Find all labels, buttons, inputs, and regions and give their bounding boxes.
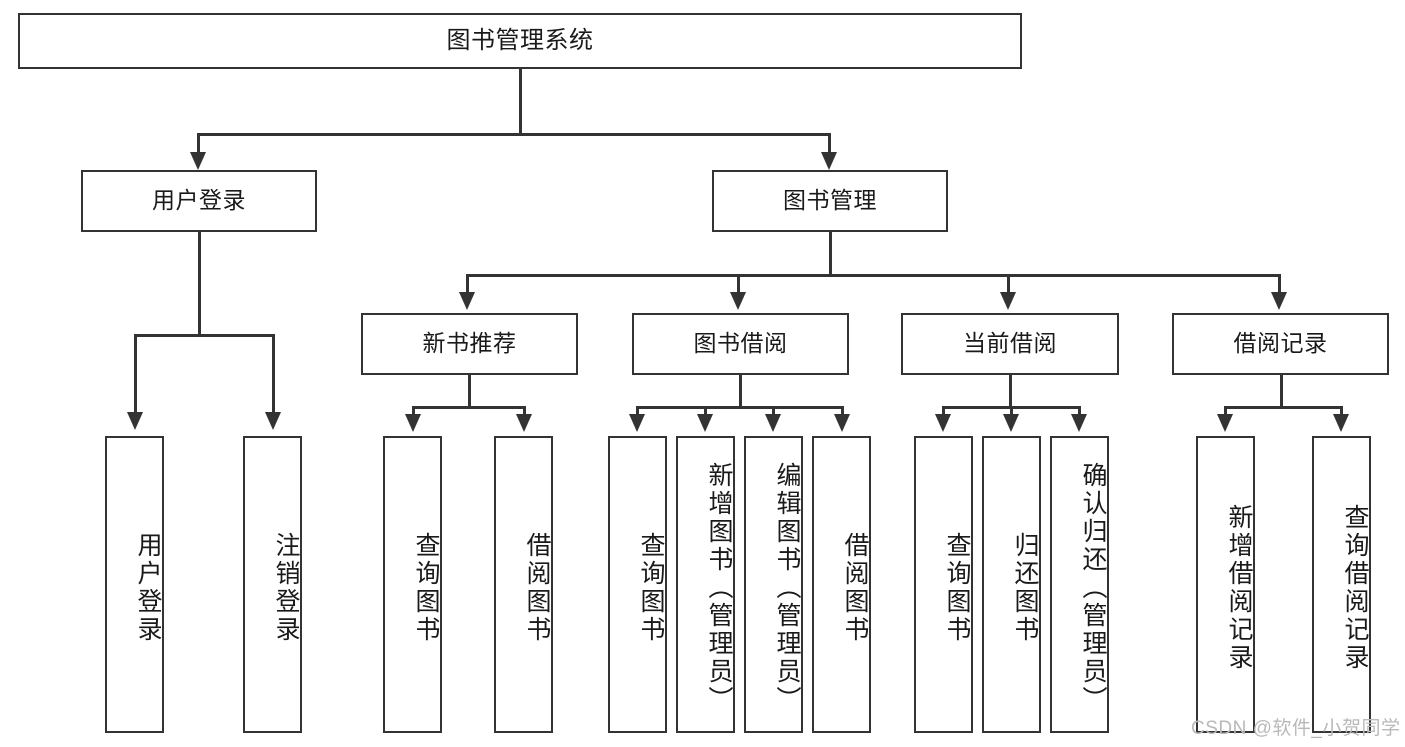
arrow-book-borrow-leaf-4-icon: [834, 414, 850, 432]
edge-borrow-records-bar: [1224, 406, 1342, 409]
leaf-current-borrow-query[interactable]: 查询图书: [914, 436, 973, 733]
edge-book-management-to-current-borrow: [1007, 274, 1010, 296]
edge-current-borrow-to-leaf-1: [942, 406, 945, 418]
edge-borrow-records-stem: [1280, 375, 1283, 409]
edge-new-book-to-leaf-1: [412, 406, 415, 418]
edge-user-login-to-leaf-1: [134, 334, 137, 416]
node-current-borrow[interactable]: 当前借阅: [901, 313, 1119, 375]
edge-current-borrow-to-leaf-3: [1078, 406, 1081, 418]
arrow-new-book-leaf-2-icon: [516, 414, 532, 432]
arrow-book-borrow-leaf-3-icon: [765, 414, 781, 432]
edge-user-login-stem: [198, 232, 201, 336]
edge-book-management-bar: [466, 274, 1281, 277]
leaf-book-borrow-add-admin[interactable]: 新增图书（管理员）: [676, 436, 735, 733]
leaf-user-login-logout[interactable]: 注销登录: [243, 436, 302, 733]
edge-new-book-stem: [468, 375, 471, 409]
edge-borrow-records-to-leaf-1: [1224, 406, 1227, 418]
leaf-book-borrow-edit-admin[interactable]: 编辑图书（管理员）: [744, 436, 803, 733]
leaf-book-borrow-query[interactable]: 查询图书: [608, 436, 667, 733]
edge-root-stem: [519, 69, 522, 135]
arrow-borrow-records-leaf-1-icon: [1217, 414, 1233, 432]
leaf-user-login-login[interactable]: 用户登录: [105, 436, 164, 733]
edge-root-to-user-login: [197, 133, 200, 156]
leaf-borrow-records-add[interactable]: 新增借阅记录: [1196, 436, 1255, 733]
node-book-management[interactable]: 图书管理: [712, 170, 948, 232]
edge-new-book-bar: [412, 406, 525, 409]
edge-book-borrow-to-leaf-1: [636, 406, 639, 418]
edge-book-management-to-book-borrow: [737, 274, 740, 296]
edge-book-management-stem: [829, 232, 832, 276]
arrow-book-borrow-leaf-1-icon: [629, 414, 645, 432]
leaf-current-borrow-return[interactable]: 归还图书: [982, 436, 1041, 733]
leaf-book-borrow-borrow[interactable]: 借阅图书: [812, 436, 871, 733]
edge-borrow-records-to-leaf-2: [1340, 406, 1343, 418]
node-new-book-recommend[interactable]: 新书推荐: [361, 313, 578, 375]
arrow-current-borrow-leaf-3-icon: [1071, 414, 1087, 432]
leaf-new-book-query[interactable]: 查询图书: [383, 436, 442, 733]
arrow-book-borrow-icon: [730, 292, 746, 310]
edge-root-to-book-management: [828, 133, 831, 156]
edge-book-borrow-to-leaf-2: [704, 406, 707, 418]
arrow-current-borrow-leaf-2-icon: [1003, 414, 1019, 432]
edge-book-borrow-to-leaf-4: [841, 406, 844, 418]
arrow-borrow-records-leaf-2-icon: [1333, 414, 1349, 432]
leaf-new-book-borrow[interactable]: 借阅图书: [494, 436, 553, 733]
node-borrow-records[interactable]: 借阅记录: [1172, 313, 1389, 375]
node-root-book-management-system[interactable]: 图书管理系统: [18, 13, 1022, 69]
arrow-user-login-leaf-1-icon: [127, 412, 143, 430]
edge-book-borrow-stem: [739, 375, 742, 409]
leaf-current-borrow-confirm-admin[interactable]: 确认归还（管理员）: [1050, 436, 1109, 733]
edge-book-management-to-borrow-records: [1278, 274, 1281, 296]
edge-current-borrow-to-leaf-2: [1010, 406, 1013, 418]
arrow-current-borrow-icon: [1000, 292, 1016, 310]
edge-user-login-bar: [134, 334, 274, 337]
edge-root-bar: [197, 133, 831, 136]
arrow-book-borrow-leaf-2-icon: [697, 414, 713, 432]
edge-book-management-to-new-book: [466, 274, 469, 296]
node-book-borrow[interactable]: 图书借阅: [632, 313, 849, 375]
arrow-user-login-leaf-2-icon: [265, 412, 281, 430]
node-user-login[interactable]: 用户登录: [81, 170, 317, 232]
edge-new-book-to-leaf-2: [523, 406, 526, 418]
arrow-borrow-records-icon: [1271, 292, 1287, 310]
arrow-new-book-recommend-icon: [459, 292, 475, 310]
edge-user-login-to-leaf-2: [272, 334, 275, 416]
arrow-root-to-book-management-icon: [821, 152, 837, 170]
arrow-root-to-user-login-icon: [190, 152, 206, 170]
edge-book-borrow-bar: [636, 406, 844, 409]
arrow-current-borrow-leaf-1-icon: [935, 414, 951, 432]
edge-current-borrow-stem: [1009, 375, 1012, 409]
edge-book-borrow-to-leaf-3: [772, 406, 775, 418]
arrow-new-book-leaf-1-icon: [405, 414, 421, 432]
leaf-borrow-records-query[interactable]: 查询借阅记录: [1312, 436, 1371, 733]
